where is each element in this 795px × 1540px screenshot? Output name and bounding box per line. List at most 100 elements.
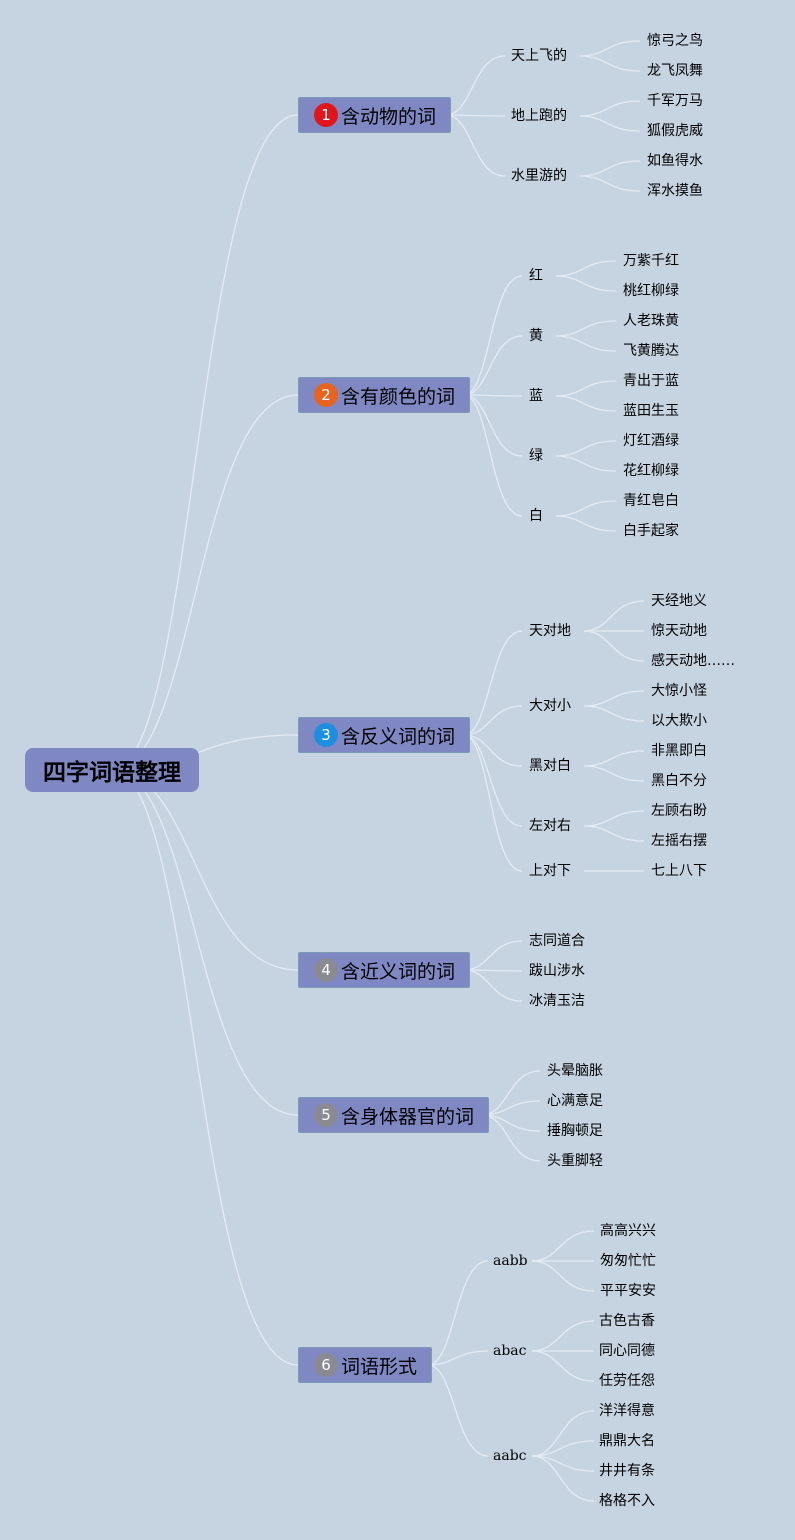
group-label[interactable]: 白 <box>529 508 543 524</box>
leaf-link <box>481 1070 541 1116</box>
group-label[interactable]: 天上飞的 <box>511 48 567 64</box>
group-link <box>463 705 523 736</box>
leaf-item[interactable]: 感天动地…… <box>651 653 735 669</box>
branch-node-body-parts[interactable]: 5 含身体器官的词 <box>298 1097 490 1133</box>
branch-node-colors[interactable]: 2 含有颜色的词 <box>298 377 471 413</box>
group-label[interactable]: abac <box>493 1343 527 1359</box>
group-label[interactable]: aabc <box>493 1448 527 1464</box>
leaf-item[interactable]: 冰清玉洁 <box>529 993 585 1009</box>
leaf-item[interactable]: 左顾右盼 <box>651 803 707 819</box>
leaf-item[interactable]: 青出于蓝 <box>623 373 679 389</box>
leaf-link <box>463 940 523 971</box>
leaf-item[interactable]: 洋洋得意 <box>599 1403 655 1419</box>
leaf-link <box>555 380 617 397</box>
leaf-item[interactable]: 头重脚轻 <box>547 1153 603 1169</box>
leaf-item[interactable]: 惊天动地 <box>651 623 707 639</box>
leaf-link <box>583 630 645 662</box>
leaf-item[interactable]: 千军万马 <box>647 93 703 109</box>
leaf-item[interactable]: 青红皂白 <box>623 493 679 509</box>
leaf-link <box>531 1350 595 1382</box>
branch-title: 词语形式 <box>341 1355 418 1378</box>
leaf-item[interactable]: 白手起家 <box>623 523 679 539</box>
group-link <box>463 394 523 457</box>
root-link <box>111 114 299 771</box>
leaf-item[interactable]: 蓝田生玉 <box>623 403 679 419</box>
group-label[interactable]: 地上跑的 <box>511 108 567 124</box>
group-label[interactable]: 大对小 <box>529 698 571 714</box>
group-label[interactable]: 红 <box>529 268 543 284</box>
leaf-item[interactable]: 格格不入 <box>599 1493 655 1509</box>
branch-title: 含动物的词 <box>341 105 437 128</box>
leaf-link <box>583 810 645 827</box>
leaf-item[interactable]: 狐假虎威 <box>647 123 703 139</box>
leaf-item[interactable]: 以大欺小 <box>651 713 707 729</box>
leaf-item[interactable]: 非黑即白 <box>651 743 707 759</box>
leaf-link <box>463 969 523 1002</box>
leaf-item[interactable]: 任劳任怨 <box>599 1373 655 1389</box>
leaf-item[interactable]: 左摇右摆 <box>651 833 707 849</box>
leaf-link <box>555 440 617 457</box>
leaf-item[interactable]: 惊弓之鸟 <box>647 33 703 49</box>
branch-title: 含身体器官的词 <box>341 1105 475 1128</box>
branch-title: 含有颜色的词 <box>341 385 456 408</box>
leaf-item[interactable]: 龙飞凤舞 <box>647 63 703 79</box>
leaf-item[interactable]: 匆匆忙忙 <box>600 1253 656 1269</box>
leaf-link <box>555 500 617 517</box>
leaf-link <box>555 455 617 472</box>
leaf-item[interactable]: 万紫千红 <box>623 253 679 269</box>
leaf-item[interactable]: 志同道合 <box>529 933 585 949</box>
leaf-item[interactable]: 头晕脑胀 <box>547 1063 603 1079</box>
leaf-item[interactable]: 同心同德 <box>599 1343 655 1359</box>
leaf-item[interactable]: 浑水摸鱼 <box>647 183 703 199</box>
leaf-item[interactable]: 人老珠黄 <box>623 313 679 329</box>
leaf-item[interactable]: 飞黄腾达 <box>623 343 679 359</box>
group-link <box>445 114 506 177</box>
leaf-link <box>531 1320 595 1352</box>
branch-node-synonyms[interactable]: 4 含近义词的词 <box>298 952 471 988</box>
group-link <box>463 734 523 827</box>
leaf-item[interactable]: 灯红酒绿 <box>623 433 679 449</box>
group-link <box>427 1364 489 1457</box>
leaf-item[interactable]: 大惊小怪 <box>651 683 707 699</box>
leaf-item[interactable]: 跋山涉水 <box>529 963 585 979</box>
branch-node-word-forms[interactable]: 6 词语形式 <box>298 1347 433 1383</box>
group-label[interactable]: 上对下 <box>529 863 571 879</box>
branch-node-animals[interactable]: 1 含动物的词 <box>298 97 452 133</box>
leaf-link <box>583 705 645 722</box>
leaf-item[interactable]: 平平安安 <box>600 1283 656 1299</box>
group-link <box>463 335 523 396</box>
leaf-item[interactable]: 心满意足 <box>547 1093 603 1109</box>
group-link <box>463 734 523 872</box>
leaf-item[interactable]: 鼎鼎大名 <box>599 1433 655 1449</box>
group-link <box>463 734 523 767</box>
leaf-item[interactable]: 花红柳绿 <box>623 463 679 479</box>
root-node[interactable]: 四字词语整理 <box>25 748 199 792</box>
group-label[interactable]: 黄 <box>529 328 543 344</box>
number-marker-5: 5 <box>314 1103 338 1127</box>
leaf-item[interactable]: 七上八下 <box>651 863 707 879</box>
branch-title: 含近义词的词 <box>341 960 456 983</box>
group-link <box>427 1260 489 1366</box>
leaf-item[interactable]: 捶胸顿足 <box>547 1123 603 1139</box>
number-marker-6: 6 <box>314 1353 338 1377</box>
group-label[interactable]: 左对右 <box>529 818 571 834</box>
group-label[interactable]: 水里游的 <box>511 168 567 184</box>
leaf-item[interactable]: 如鱼得水 <box>647 153 703 169</box>
group-label[interactable]: 黑对白 <box>529 758 571 774</box>
leaf-link <box>531 1440 595 1457</box>
group-label[interactable]: aabb <box>493 1253 528 1269</box>
group-label[interactable]: 蓝 <box>529 388 543 404</box>
leaf-item[interactable]: 高高兴兴 <box>600 1223 656 1239</box>
group-link <box>463 630 523 736</box>
branch-node-antonyms[interactable]: 3 含反义词的词 <box>298 717 471 753</box>
leaf-item[interactable]: 井井有条 <box>599 1463 655 1479</box>
leaf-item[interactable]: 黑白不分 <box>651 773 707 789</box>
group-label[interactable]: 天对地 <box>529 623 571 639</box>
leaf-link <box>583 600 645 632</box>
leaf-item[interactable]: 天经地义 <box>651 593 707 609</box>
leaf-item[interactable]: 桃红柳绿 <box>623 283 679 299</box>
leaf-item[interactable]: 古色古香 <box>599 1313 655 1329</box>
group-label[interactable]: 绿 <box>529 448 543 464</box>
branch-title: 含反义词的词 <box>341 725 456 748</box>
